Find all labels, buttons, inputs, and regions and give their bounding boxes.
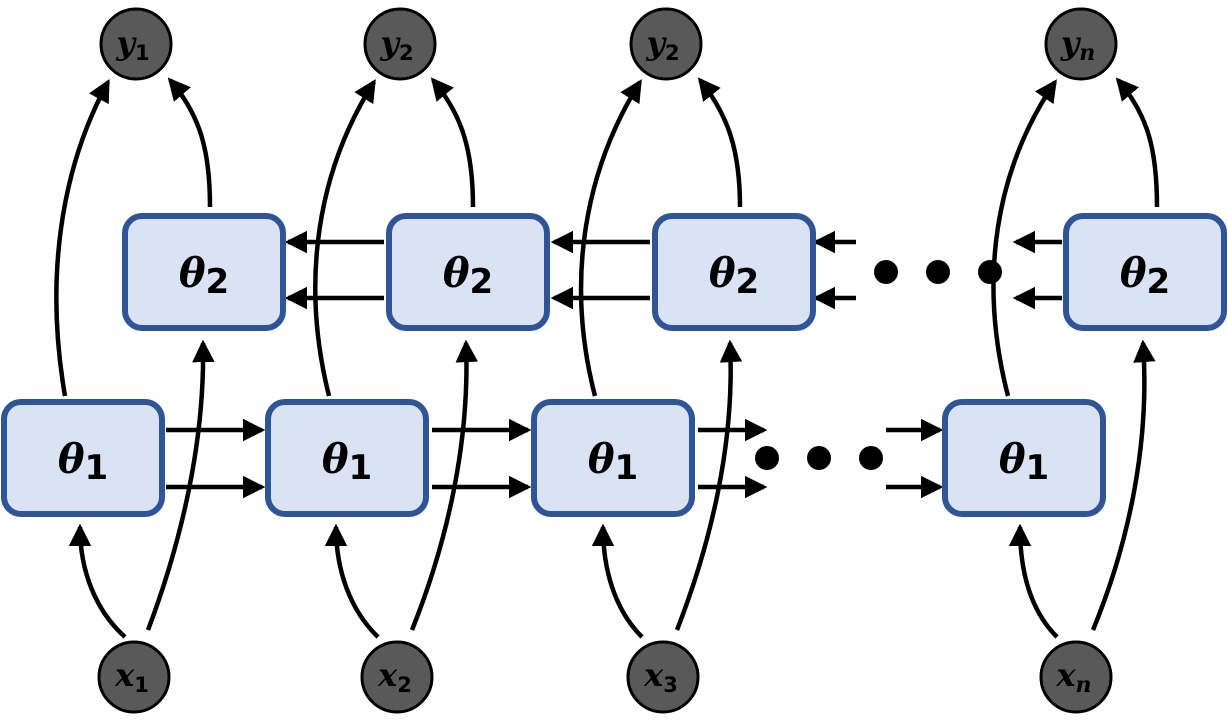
svg-text:yn: yn [1060,24,1096,66]
ellipsis-dot [755,446,779,470]
theta1-symbol: θ [999,436,1026,483]
ellipsis-dot [859,446,883,470]
edge-x1-to-theta1 [68,523,127,639]
theta2-box: θ2 [386,213,550,331]
theta1-symbol: θ [588,436,615,483]
ellipsis-dot [978,260,1002,284]
svg-text:θ1: θ1 [322,436,372,488]
svg-text:θ1: θ1 [999,436,1049,488]
theta1-symbol: θ [58,436,85,483]
ellipsis-dot [874,260,898,284]
svg-text:x2: x2 [377,656,412,697]
theta2-box: θ2 [1063,213,1227,331]
edge-theta2-to-y2-a [430,77,476,208]
theta1-subscript: 1 [615,448,639,488]
input-row: x1 x2 x3 xn [97,640,1113,714]
recurrent-arrows-layer2 [284,230,1062,310]
svg-text:xn: xn [1055,656,1091,698]
svg-text:θ1: θ1 [588,436,638,488]
input-node-x2: x2 [360,640,434,714]
svg-text:θ2: θ2 [1120,250,1170,302]
svg-text:x1: x1 [114,656,149,697]
svg-text:θ2: θ2 [709,250,759,302]
theta2-symbol: θ [443,250,470,297]
input-node-x1: x1 [97,640,171,714]
theta2-subscript: 2 [206,262,230,302]
output-row: y1 y2 y2 yn [99,7,1118,81]
theta2-box: θ2 [122,213,286,331]
edge-theta2-to-yn [1115,77,1160,208]
theta2-symbol: θ [1120,250,1147,297]
theta1-box: θ1 [942,399,1106,517]
edge-xn-to-theta2 [1090,339,1156,631]
svg-text:θ1: θ1 [58,436,108,488]
theta2-subscript: 2 [470,262,494,302]
ellipsis-layer1 [755,446,883,470]
recurrent-arrows-layer1 [166,418,944,499]
ellipsis-layer2 [874,260,1002,284]
edge-theta1-to-y2-a [313,79,376,397]
edge-theta1-to-y1 [54,79,110,397]
layer1-row: θ1 θ1 θ1 θ1 [1,399,1106,517]
input-node-xn: xn [1039,640,1113,714]
edge-xn-to-theta1 [1008,523,1059,639]
edge-theta1-to-y2-b [578,79,642,397]
theta1-box: θ1 [531,399,695,517]
theta2-subscript: 2 [736,262,760,302]
output-node-y2: y2 [629,7,703,81]
output-node-y1: y1 [99,7,173,81]
edge-theta1-to-yn [991,79,1057,397]
input-node-x3: x3 [626,640,700,714]
svg-text:θ2: θ2 [443,250,493,302]
edge-theta2-to-y1 [167,77,213,208]
edge-x2-to-theta1 [324,523,380,639]
theta2-symbol: θ [179,250,206,297]
ellipsis-dot [807,446,831,470]
svg-text:θ2: θ2 [179,250,229,302]
theta1-box: θ1 [1,399,165,517]
theta1-symbol: θ [322,436,349,483]
svg-text:y2: y2 [645,24,679,65]
theta1-box: θ1 [265,399,429,517]
layer2-row: θ2 θ2 θ2 θ2 [122,213,1227,331]
theta2-box: θ2 [652,213,816,331]
theta1-subscript: 1 [349,448,373,488]
theta2-symbol: θ [709,250,736,297]
edge-theta2-to-y2-b [697,77,743,208]
svg-text:y2: y2 [379,24,413,65]
theta1-subscript: 1 [85,448,109,488]
theta2-subscript: 2 [1147,262,1171,302]
output-node-yn: yn [1044,7,1118,81]
ellipsis-dot [926,260,950,284]
svg-text:x3: x3 [643,656,678,697]
connections [54,77,1160,639]
output-node-y2: y2 [363,7,437,81]
svg-text:y1: y1 [115,24,149,65]
theta1-subscript: 1 [1026,448,1050,488]
edge-x3-to-theta1 [591,523,644,639]
